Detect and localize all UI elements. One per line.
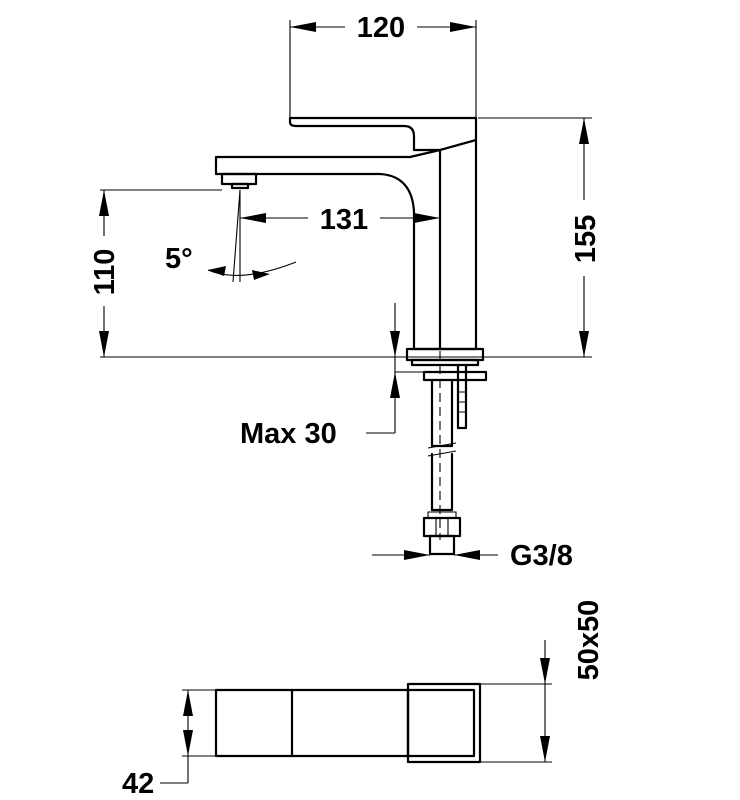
dimension-thread-label: G3/8 xyxy=(510,540,573,572)
dimension-spout-reach-label: 131 xyxy=(320,204,368,236)
dimension-base-height: 42 xyxy=(122,689,216,800)
dimension-max-thickness: Max 30 xyxy=(240,303,424,450)
aerator xyxy=(220,172,258,186)
faucet-body xyxy=(438,138,478,351)
dimension-total-height: 155 xyxy=(478,117,602,357)
top-view-body xyxy=(214,688,410,758)
dimension-top-width: 120 xyxy=(289,10,477,118)
supply-pipe xyxy=(430,378,454,448)
faucet-side-view xyxy=(214,116,488,556)
dimension-top-width-label: 120 xyxy=(357,12,405,44)
threaded-rod xyxy=(456,363,468,430)
dimension-spout-height: 110 xyxy=(88,189,222,357)
dimension-spout-reach: 131 xyxy=(240,202,440,236)
fixing-plate xyxy=(422,370,488,382)
dimension-total-height-label: 155 xyxy=(570,215,602,263)
dimension-base-size: 50x50 xyxy=(480,600,605,763)
dimension-thread: G3/8 xyxy=(372,540,573,572)
connector-nut xyxy=(422,516,462,538)
dimension-max-thickness-label: Max 30 xyxy=(240,418,337,450)
lever-handle xyxy=(288,116,478,152)
dimension-spout-height-label: 110 xyxy=(89,249,121,296)
faucet-top-view xyxy=(214,682,482,764)
dimension-base-size-label: 50x50 xyxy=(573,600,605,681)
dimension-base-height-label: 42 xyxy=(122,768,154,800)
base-flange xyxy=(405,347,485,362)
spout xyxy=(214,148,442,351)
top-view-handle xyxy=(406,682,482,764)
dimension-spout-angle: 5° xyxy=(165,189,297,283)
dimension-spout-angle-label: 5° xyxy=(165,243,193,275)
